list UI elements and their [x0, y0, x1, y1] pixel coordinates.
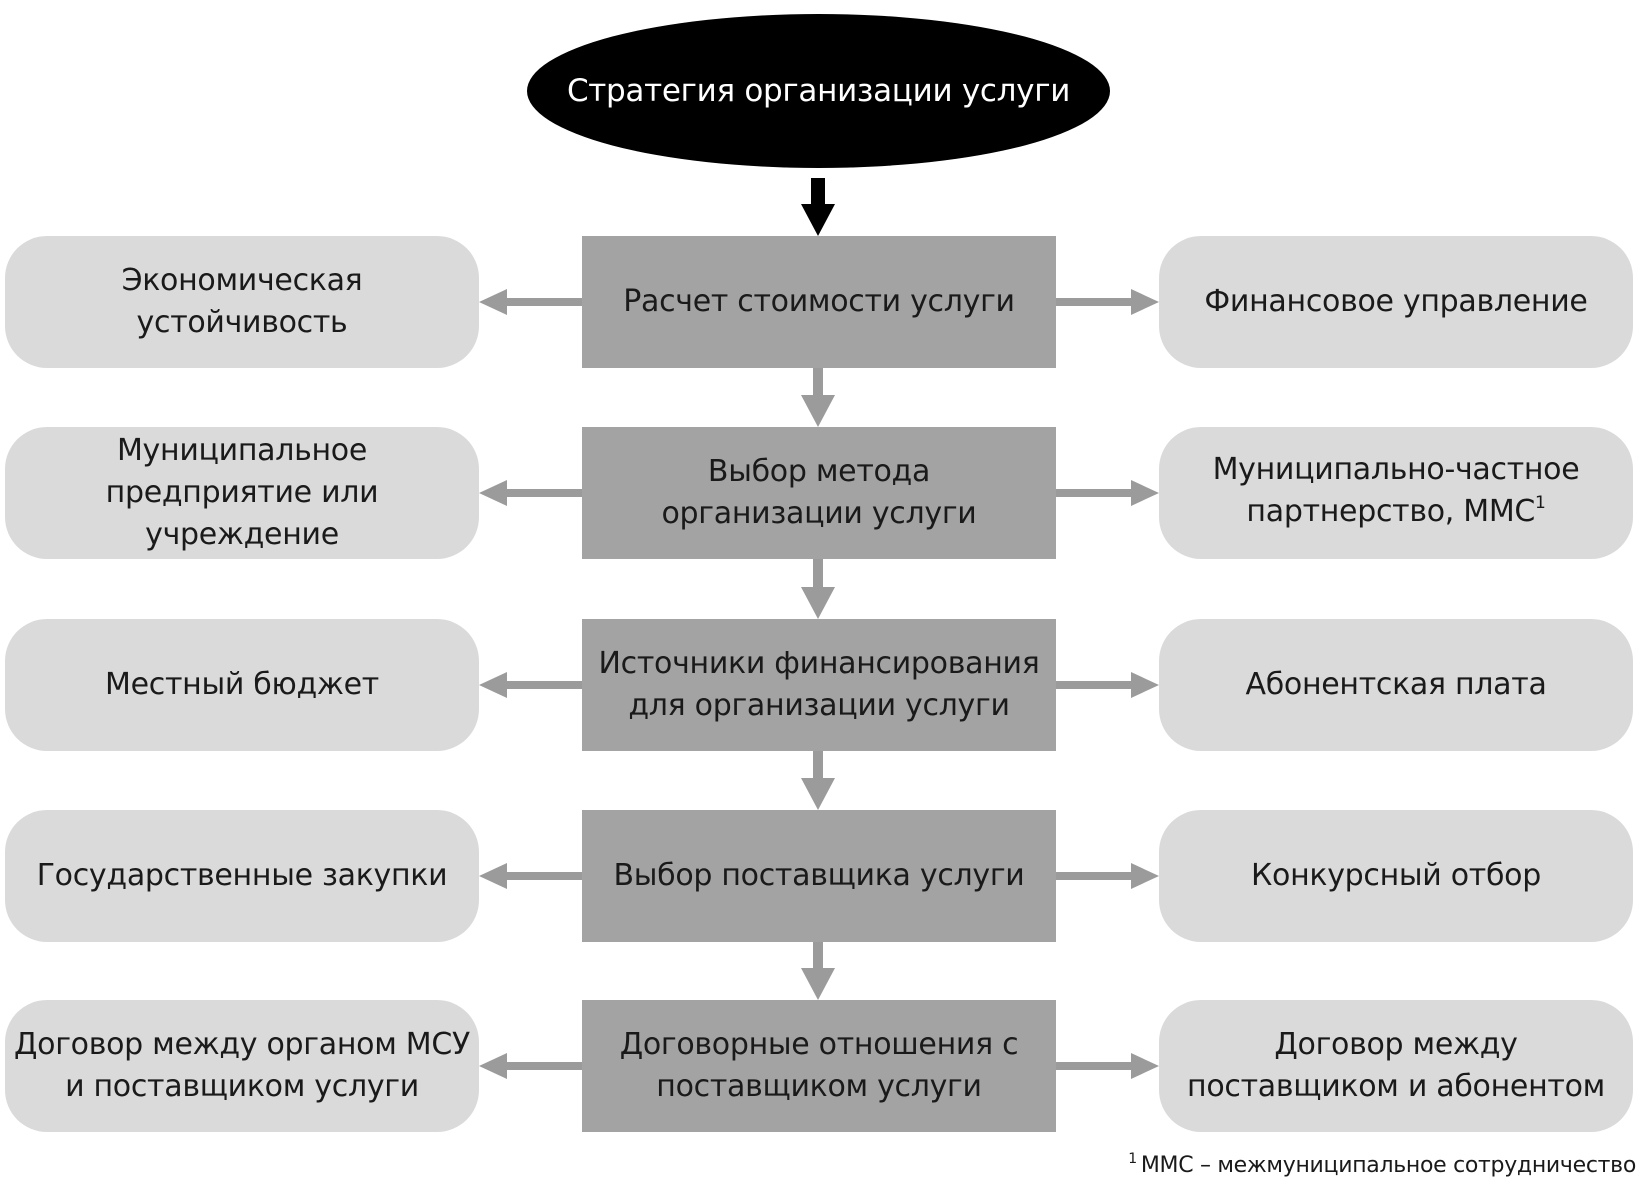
right-box-public-private-partnership: Муниципально-частное партнерство, ММС1 — [1159, 427, 1633, 559]
arrow-right-row-2 — [1056, 672, 1159, 698]
strategy-label: Стратегия организации услуги — [566, 73, 1071, 109]
step-provider-selection: Выбор поставщика услуги — [582, 810, 1056, 942]
arrow-right-row-0 — [1056, 289, 1159, 315]
right-box-subscriber-fee: Абонентская плата — [1159, 619, 1633, 751]
arrow-left-row-2 — [479, 672, 582, 698]
arrow-right-row-1 — [1056, 480, 1159, 506]
left-box-label: Договор между органом МСУ и поставщиком … — [14, 1027, 470, 1104]
left-box-public-procurement: Государственные закупки — [5, 810, 479, 942]
footnote-reference: 1 — [1535, 493, 1546, 513]
left-box-label: Муниципальное предприятие или учреждение — [105, 433, 379, 552]
right-box-financial-management: Финансовое управление — [1159, 236, 1633, 368]
arrow-left-row-0 — [479, 289, 582, 315]
right-box-label: Абонентская плата — [1245, 667, 1547, 702]
arrow-down-4 — [801, 942, 835, 1000]
arrow-left-row-1 — [479, 480, 582, 506]
left-box-label: Местный бюджет — [105, 667, 379, 702]
arrow-strategy-to-cost — [801, 178, 835, 236]
arrow-down-2 — [801, 559, 835, 619]
right-box-label: Договор между поставщиком и абонентом — [1187, 1027, 1605, 1104]
step-cost-calculation: Расчет стоимости услуги — [582, 236, 1056, 368]
footnote-text: ММС – межмуниципальное сотрудничество — [1140, 1153, 1636, 1178]
step-label: Договорные отношения с поставщиком услуг… — [619, 1027, 1019, 1104]
footnote-mark: 1 — [1128, 1151, 1137, 1167]
left-box-label: Экономическая устойчивость — [121, 263, 363, 340]
left-box-municipal-enterprise: Муниципальное предприятие или учреждение — [5, 427, 479, 559]
right-box-competitive-selection: Конкурсный отбор — [1159, 810, 1633, 942]
left-box-label: Государственные закупки — [36, 858, 448, 893]
arrow-down-3 — [801, 751, 835, 810]
right-box-label: Финансовое управление — [1204, 284, 1588, 319]
right-box-label: Муниципально-частное партнерство, ММС — [1212, 452, 1580, 529]
step-method-selection: Выбор метода организации услуги — [582, 427, 1056, 559]
arrow-left-row-4 — [479, 1053, 582, 1079]
right-box-label: Конкурсный отбор — [1251, 858, 1541, 893]
step-label: Выбор поставщика услуги — [613, 858, 1025, 893]
left-box-economic-sustainability: Экономическая устойчивость — [5, 236, 479, 368]
strategy-ellipse: Стратегия организации услуги — [527, 14, 1110, 168]
arrow-down-1 — [801, 368, 835, 427]
arrow-left-row-3 — [479, 863, 582, 889]
step-label: Выбор метода организации услуги — [661, 454, 977, 531]
step-label: Источники финансирования для организации… — [598, 646, 1040, 723]
left-box-local-budget: Местный бюджет — [5, 619, 479, 751]
step-contractual-relations: Договорные отношения с поставщиком услуг… — [582, 1000, 1056, 1132]
step-label: Расчет стоимости услуги — [623, 284, 1015, 319]
right-box-provider-subscriber-contract: Договор между поставщиком и абонентом — [1159, 1000, 1633, 1132]
step-funding-sources: Источники финансирования для организации… — [582, 619, 1056, 751]
arrow-right-row-3 — [1056, 863, 1159, 889]
left-box-msu-provider-contract: Договор между органом МСУ и поставщиком … — [5, 1000, 479, 1132]
arrow-right-row-4 — [1056, 1053, 1159, 1079]
